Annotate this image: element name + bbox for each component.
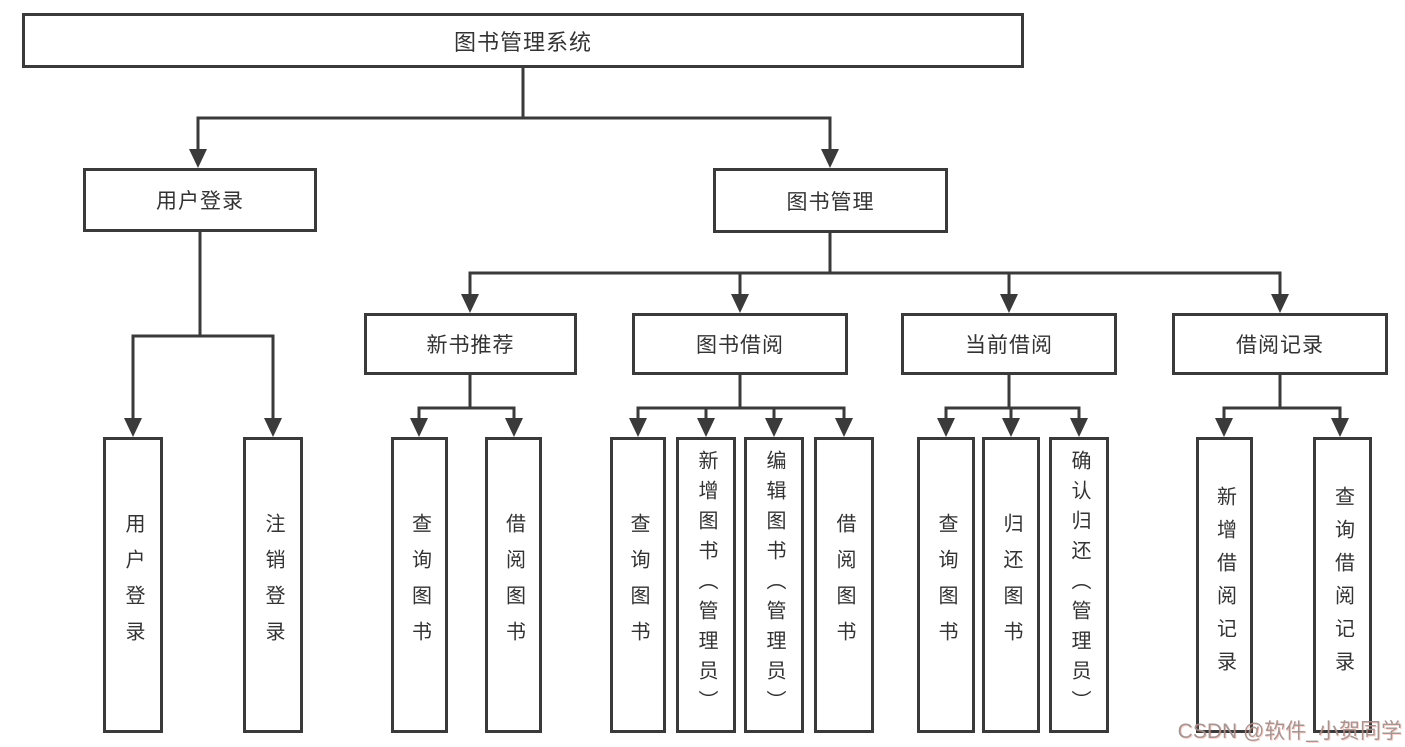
node-library-management-system: 图书管理系统 xyxy=(22,13,1024,68)
node-book-management: 图书管理 xyxy=(713,168,948,233)
connector-book-borrow-children xyxy=(629,373,853,437)
csdn-watermark: CSDN @软件_小贺同学 xyxy=(1177,720,1402,743)
node-user-login: 用户登录 xyxy=(83,168,317,232)
node-label: 编辑图书（管理员） xyxy=(763,450,785,720)
connector-root-to-level2 xyxy=(189,66,839,168)
leaf-search-borrow-record: 查询借阅记录 xyxy=(1313,437,1372,733)
connector-current-borrow-children xyxy=(937,373,1088,437)
node-label: 当前借阅 xyxy=(965,334,1053,357)
leaf-search-book-current: 查询图书 xyxy=(917,437,975,733)
node-label: 用户登录 xyxy=(156,190,244,213)
node-label: 查询借阅记录 xyxy=(1331,486,1354,684)
leaf-logout-login: 注销登录 xyxy=(243,437,303,733)
node-label: 用户登录 xyxy=(122,513,144,657)
leaf-user-login: 用户登录 xyxy=(103,437,163,733)
connector-new-book-recommend-children xyxy=(410,373,523,437)
node-book-borrow: 图书借阅 xyxy=(632,313,848,375)
leaf-return-book: 归还图书 xyxy=(982,437,1040,733)
connector-book-management-children xyxy=(461,231,1289,313)
node-label: 新增图书（管理员） xyxy=(695,450,717,720)
node-label: 确认归还（管理员） xyxy=(1068,450,1090,720)
leaf-add-book-admin: 新增图书（管理员） xyxy=(676,437,736,733)
node-current-borrow: 当前借阅 xyxy=(901,313,1117,375)
node-label: 新书推荐 xyxy=(426,334,515,357)
leaf-confirm-return-admin: 确认归还（管理员） xyxy=(1049,437,1109,733)
node-label: 查询图书 xyxy=(627,513,649,657)
leaf-borrow-book-recommend: 借阅图书 xyxy=(485,437,542,733)
node-label: 借阅图书 xyxy=(502,513,525,657)
node-label: 注销登录 xyxy=(262,513,284,657)
node-label: 图书借阅 xyxy=(696,334,784,357)
connector-borrow-record-children xyxy=(1215,373,1349,437)
leaf-add-borrow-record: 新增借阅记录 xyxy=(1196,437,1253,733)
connector-user-login-children xyxy=(124,230,282,437)
leaf-search-book-recommend: 查询图书 xyxy=(391,437,448,733)
leaf-edit-book-admin: 编辑图书（管理员） xyxy=(744,437,804,733)
node-label: 借阅记录 xyxy=(1236,334,1324,357)
node-label: 查询图书 xyxy=(408,513,431,657)
node-label: 查询图书 xyxy=(935,513,957,657)
node-borrow-record: 借阅记录 xyxy=(1172,313,1388,375)
leaf-borrow-book: 借阅图书 xyxy=(814,437,874,733)
node-label: 图书管理 xyxy=(786,190,875,214)
node-label: 借阅图书 xyxy=(833,513,855,657)
node-new-book-recommend: 新书推荐 xyxy=(364,313,577,375)
node-label: 图书管理系统 xyxy=(453,29,592,55)
leaf-search-book-borrow: 查询图书 xyxy=(610,437,666,733)
node-label: 新增借阅记录 xyxy=(1213,486,1236,684)
node-label: 归还图书 xyxy=(1000,513,1022,657)
